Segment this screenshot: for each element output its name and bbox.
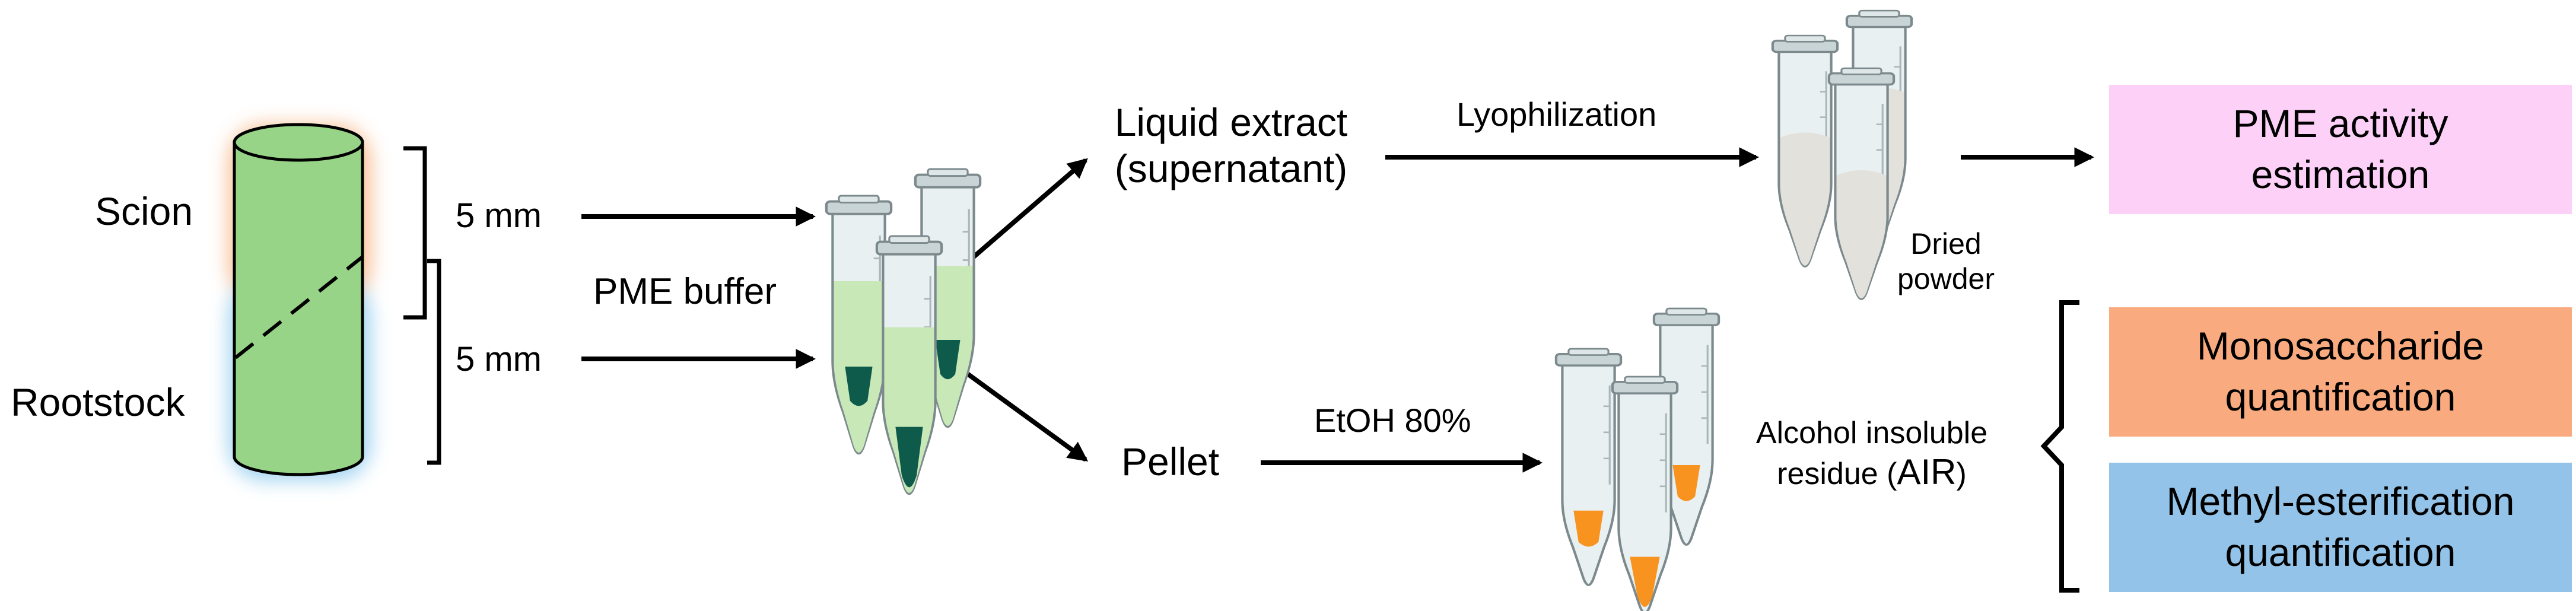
rootstock-bracket bbox=[427, 259, 441, 465]
methyl-esterification-box: Methyl-esterification quantification bbox=[2109, 463, 2572, 592]
arrow-to-liquid-extract bbox=[953, 158, 1088, 275]
air-abbreviation: AIR bbox=[1897, 452, 1957, 492]
air-tubes bbox=[1556, 308, 1719, 611]
air-label: Alcohol insoluble residue (AIR) bbox=[1738, 415, 2005, 494]
scion-length-label: 5 mm bbox=[456, 196, 542, 235]
methyl-esterification-text: Methyl-esterification quantification bbox=[2166, 479, 2515, 574]
graft-cut-line bbox=[234, 255, 364, 359]
arrow-to-pellet bbox=[953, 362, 1089, 462]
monosaccharide-text: Monosaccharide quantification bbox=[2196, 324, 2485, 419]
rootstock-label: Rootstock bbox=[11, 380, 185, 424]
graft-stem bbox=[228, 123, 371, 480]
scion-bracket bbox=[403, 146, 427, 320]
dried-powder-tubes bbox=[1773, 11, 1912, 299]
air-line1: Alcohol insoluble bbox=[1756, 416, 1988, 450]
liquid-extract-line2: (supernatant) bbox=[1114, 146, 1348, 190]
monosaccharide-box: Monosaccharide quantification bbox=[2109, 307, 2572, 437]
air-line2-prefix: residue ( bbox=[1777, 457, 1897, 492]
air-line2-suffix: ) bbox=[1956, 457, 1967, 492]
pellet-label: Pellet bbox=[1121, 440, 1220, 483]
dried-powder-line1: Dried bbox=[1910, 227, 1982, 260]
pme-activity-box: PME activity estimation bbox=[2109, 85, 2572, 214]
dried-powder-line2: powder bbox=[1897, 262, 1995, 295]
rootstock-length-label: 5 mm bbox=[456, 340, 542, 378]
air-line2: residue (AIR) bbox=[1738, 451, 2005, 494]
air-outputs-bracket bbox=[2040, 300, 2079, 593]
pme-buffer-label: PME buffer bbox=[593, 271, 777, 312]
scion-label: Scion bbox=[95, 189, 193, 233]
liquid-extract-label: Liquid extract (supernatant) bbox=[1092, 100, 1370, 192]
dried-powder-label: Dried powder bbox=[1881, 227, 2011, 297]
pme-buffer-tubes bbox=[826, 169, 980, 494]
lyophilization-label: Lyophilization bbox=[1456, 96, 1657, 133]
liquid-extract-line1: Liquid extract bbox=[1114, 100, 1348, 144]
etoh-label: EtOH 80% bbox=[1314, 402, 1471, 439]
pme-activity-text: PME activity estimation bbox=[2232, 101, 2448, 196]
